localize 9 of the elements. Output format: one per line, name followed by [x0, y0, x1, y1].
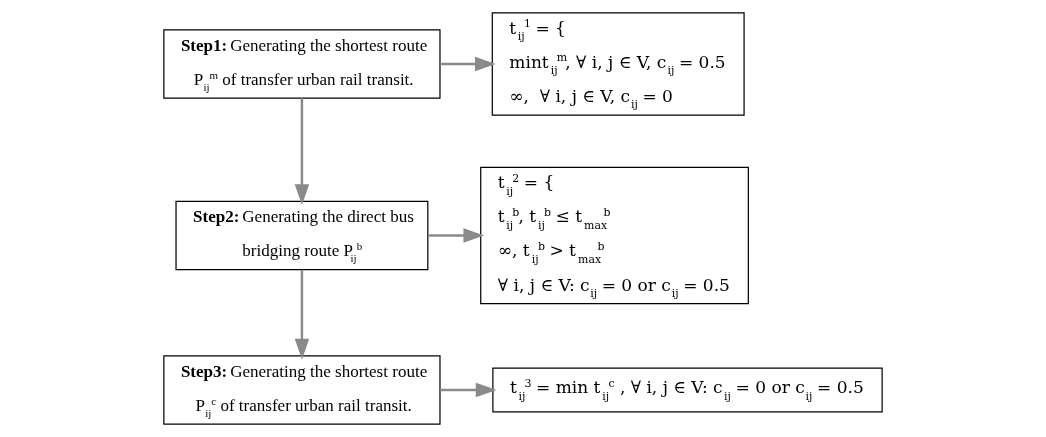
- node-box: t$_{ij}$$^{1}$ = { mint$_{ij}$$^{m}$, ∀ i, j ∈ V, c$_{ij}$ = 0.5 ∞, ∀ i, j ∈ V, c$_{ij}$ = 0: [491, 12, 745, 116]
- node-box: Step3: Generating the shortest route P$_{ij}$$^{c}$ of transfer urban rail transit.: [163, 355, 441, 425]
- arrow: [440, 382, 497, 398]
- node-box: Step1: Generating the shortest route P$_{ij}$$^{m}$ of transfer urban rail transit.: [163, 29, 441, 99]
- arrow: [428, 228, 485, 243]
- arrow: [440, 56, 496, 72]
- arrow: [294, 98, 310, 206]
- node-box: t$_{ij}$$^{3}$ = min t$_{ij}$$^{c}$ , ∀ i, j ∈ V: c$_{ij}$ = 0 or c$_{ij}$ = 0.5: [492, 367, 883, 413]
- arrow: [294, 269, 310, 360]
